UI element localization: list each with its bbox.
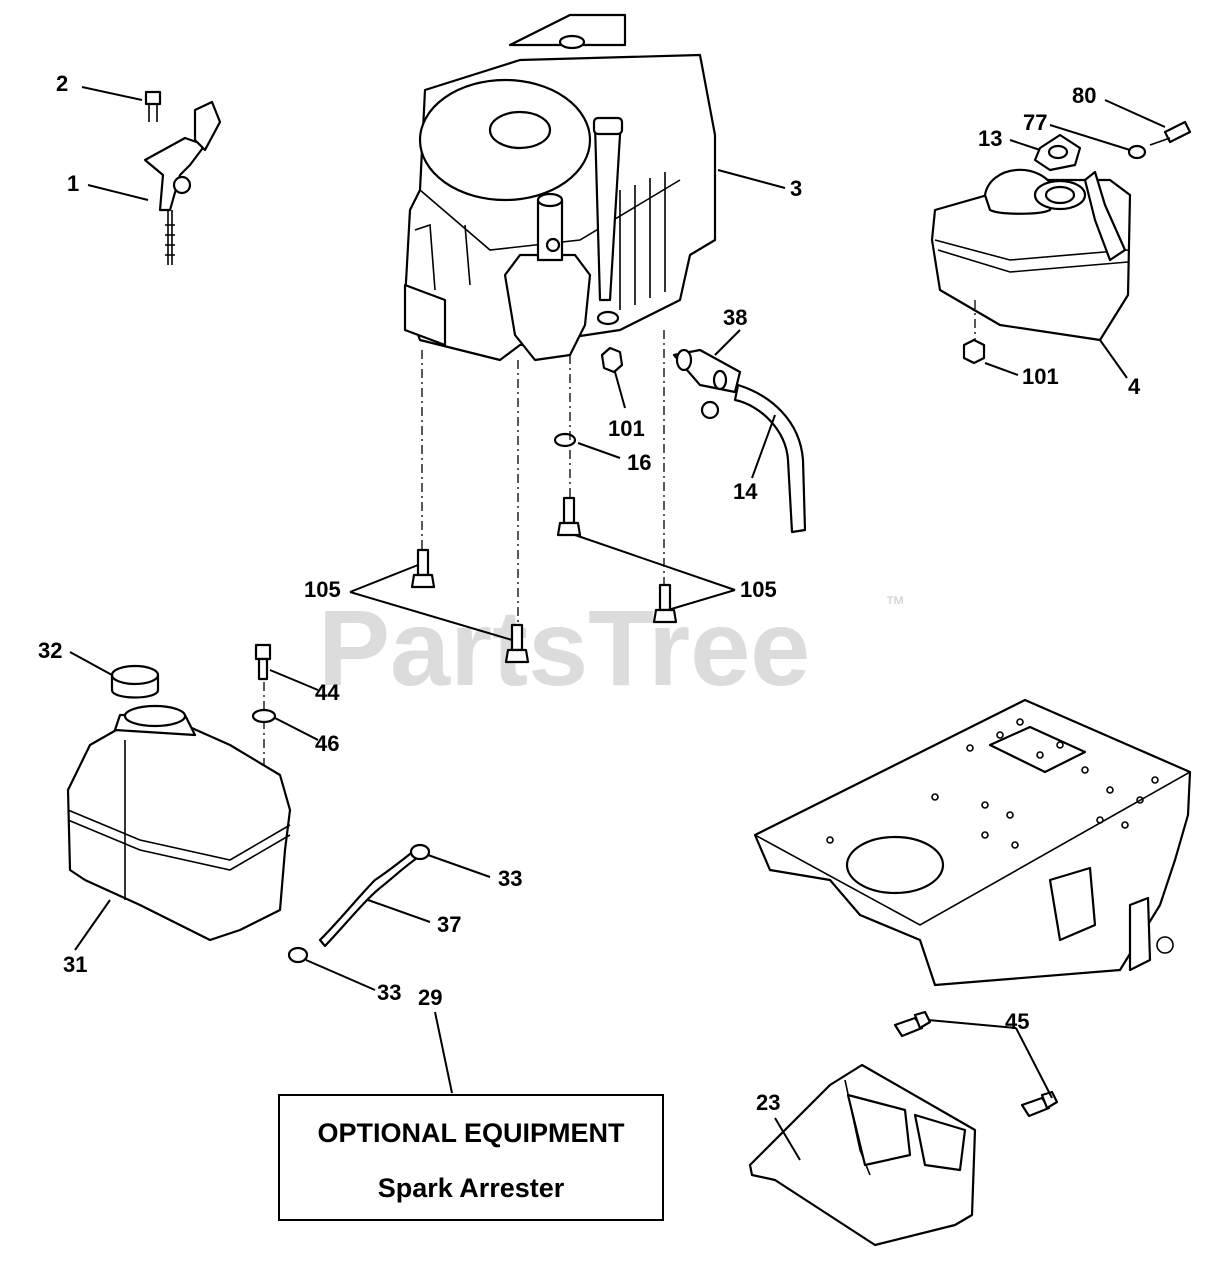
frame-part xyxy=(753,698,1192,987)
callout-38: 38 xyxy=(723,305,747,330)
engine-part xyxy=(403,13,717,362)
callout-14: 14 xyxy=(733,479,758,504)
callout-labels: 2 1 3 80 77 13 4 101 101 38 16 14 105 10… xyxy=(38,71,1141,1115)
callout-46: 46 xyxy=(315,731,339,756)
callout-37: 37 xyxy=(437,912,461,937)
muffler-part xyxy=(930,120,1192,365)
washer-part xyxy=(553,432,577,448)
callout-101-muffler: 101 xyxy=(1022,364,1059,389)
callout-80: 80 xyxy=(1072,83,1096,108)
callout-16: 16 xyxy=(627,450,651,475)
fuel-tank-part xyxy=(66,704,292,942)
callout-77: 77 xyxy=(1023,110,1047,135)
tank-washer-part xyxy=(251,708,277,724)
mounting-bolts-part xyxy=(410,548,678,664)
fuel-cap-part xyxy=(110,664,160,699)
callout-32: 32 xyxy=(38,638,62,663)
throttle-control-part xyxy=(143,90,222,265)
fuel-filter-part xyxy=(672,348,807,534)
optional-equipment-title: OPTIONAL EQUIPMENT xyxy=(317,1118,625,1148)
callout-4: 4 xyxy=(1128,374,1141,399)
callout-45: 45 xyxy=(1005,1009,1029,1034)
optional-equipment-box: OPTIONAL EQUIPMENT Spark Arrester xyxy=(278,1094,664,1221)
tank-bolt-part xyxy=(254,643,272,681)
watermark-trademark: ™ xyxy=(885,593,905,615)
callout-1: 1 xyxy=(67,171,79,196)
callout-23: 23 xyxy=(756,1090,780,1115)
leader-lines xyxy=(69,86,1166,1161)
callout-2: 2 xyxy=(56,71,68,96)
callout-33-lower: 33 xyxy=(377,980,401,1005)
bolt-part xyxy=(556,496,582,537)
nut-part xyxy=(600,346,624,374)
spark-arrester-part xyxy=(748,1010,1059,1247)
callout-31: 31 xyxy=(63,952,87,977)
callout-3: 3 xyxy=(790,176,802,201)
callout-105-left: 105 xyxy=(304,577,341,602)
callout-105-right: 105 xyxy=(740,577,777,602)
fuel-line-part xyxy=(287,843,431,964)
callout-101-engine: 101 xyxy=(608,416,645,441)
optional-equipment-subtitle: Spark Arrester xyxy=(378,1173,565,1203)
callout-13: 13 xyxy=(978,126,1002,151)
callout-29: 29 xyxy=(418,985,442,1010)
callout-44: 44 xyxy=(315,680,340,705)
callout-33-upper: 33 xyxy=(498,866,522,891)
